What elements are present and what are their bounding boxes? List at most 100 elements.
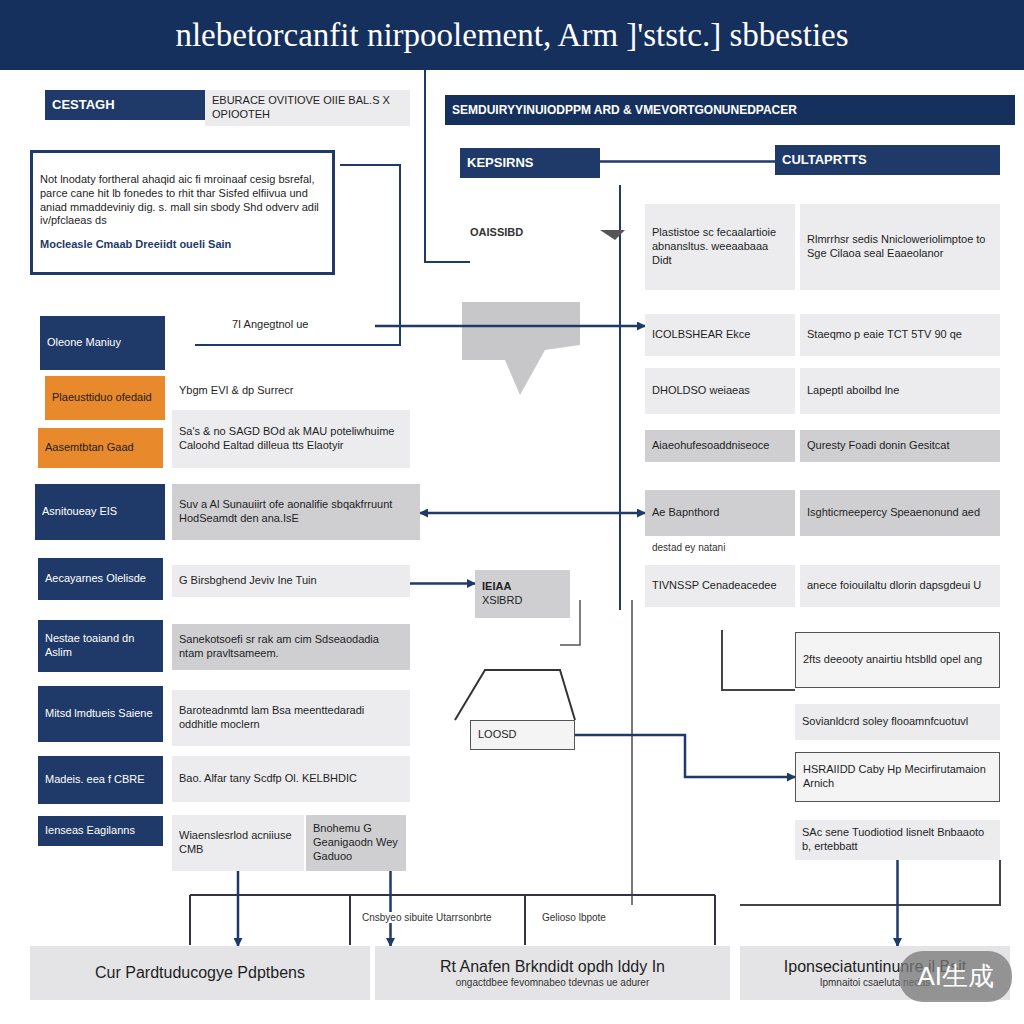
node-text: Ybgm EVI & dp Surrecr: [179, 384, 403, 398]
node-text: Aecayarnes Olelisde: [45, 572, 156, 586]
connector: [420, 512, 645, 515]
side-box: Mitsd lmdtueis Saiene: [38, 686, 163, 742]
node-text: Bnohemu G Geanigaodn Wey Gaduoo: [313, 822, 399, 863]
watermark: AI生成: [899, 951, 1012, 1002]
connector: [896, 860, 899, 946]
table-cell: Isghticmeepercy Speaenonund aed: [800, 490, 1000, 536]
bracket: [740, 860, 1000, 905]
bracket: [722, 630, 795, 690]
table-cell: Plastistoe sc fecaalartioie abnansltus. …: [645, 204, 795, 290]
connector: [575, 735, 795, 777]
banner: SEMDUIRYYINUIODPPM ARD & VMEVORTGONUNEDP…: [445, 95, 1015, 125]
node-text: SEMDUIRYYINUIODPPM ARD & VMEVORTGONUNEDP…: [452, 103, 1008, 118]
result-box: Sovianldcrd soley flooamnfcuotuvl: [795, 704, 1000, 740]
node-text: CULTAPRTTS: [782, 152, 993, 168]
side-box: Plaeusttiduo ofedaid: [45, 376, 165, 420]
node-text: Sovianldcrd soley flooamnfcuotuvl: [802, 715, 993, 729]
guide-line: [619, 185, 621, 610]
node-text: KEPSIRNS: [467, 155, 593, 171]
bracket: [190, 895, 715, 945]
note-label: destad ey natani: [650, 542, 727, 553]
node-text: Plaeusttiduo ofedaid: [52, 391, 158, 405]
vehicle-outline: [455, 670, 575, 720]
node-text: Ienseas Eagilanns: [45, 824, 156, 838]
node-text: Rlmrrhsr sedis Nnicloweriolimptoe to Sge…: [807, 233, 993, 261]
table-cell: ICOLBSHEAR Ekce: [645, 314, 795, 356]
node-text: Quresty Foadi donin Gesitcat: [807, 439, 993, 453]
note-label: OAISSIBD: [468, 226, 525, 238]
output-band: Cur Pardtuducogye Pdptbens: [30, 946, 370, 1000]
node-text: 2fts deeooty anairtiu htsblld opel ang: [803, 653, 992, 667]
section-tag: CULTAPRTTS: [775, 145, 1000, 175]
process-box: Bao. Alfar tany Scdfp Ol. KELBHDIC: [172, 756, 410, 802]
table-cell: TIVNSSP Cenadeacedee: [645, 565, 795, 607]
node-subtext: Caloohd Ealtad dilleua tts Elaotyir: [179, 439, 403, 453]
node-text: Lapeptl aboilbd lne: [807, 384, 993, 398]
node-text: EBURACE OVITIOVE OIIE BAL.S X OPIOOTEH: [212, 94, 403, 122]
process-box: Sa's & no SAGD BOd ak MAU poteliwhuimeCa…: [172, 410, 410, 468]
side-box: Asnitoueay EIS: [35, 484, 165, 540]
node-text: Isghticmeepercy Speaenonund aed: [807, 506, 993, 520]
node-text: Oleone Maniuy: [47, 336, 158, 350]
node-text: 7I Angegtnol ue: [232, 318, 368, 332]
side-box: Oleone Maniuy: [40, 316, 165, 370]
title: nlebetorcanfit nirpoolement, Arm ]'ststc…: [175, 17, 848, 54]
node-subtext: ongactdbee fevomnabeo tdevnas ue adurer: [456, 977, 649, 990]
result-box: 2fts deeooty anairtiu htsblld opel ang: [795, 632, 1000, 688]
node-subtext: XSlBRD: [482, 594, 563, 608]
node-text: Rt Anafen Brkndidt opdh lddy In: [440, 957, 665, 977]
node-text: Cur Pardtuducogye Pdptbens: [95, 963, 305, 983]
node-text: Aiaeohufesoaddniseoce: [652, 439, 788, 453]
note-label: Cnsbyeo sibuite Utarrsonbrte: [360, 912, 494, 923]
node-text: Not lnodaty fortheral ahaqid aic fi mroi…: [40, 173, 325, 228]
node-text: HSRAIIDD Caby Hp Mecirfirutamaion Arnich: [803, 763, 992, 791]
connector: [600, 160, 775, 163]
node-text: G Birsbghend Jeviv Ine Tuin: [179, 574, 403, 588]
connector: [389, 871, 392, 946]
header-box: EBURACE OVITIOVE OIIE BAL.S X OPIOOTEH: [205, 90, 410, 126]
table-cell: Lapeptl aboilbd lne: [800, 368, 1000, 414]
note-box: Not lnodaty fortheral ahaqid aic fi mroi…: [30, 150, 335, 275]
node-text: Staeqmo p eaie TCT 5TV 90 qe: [807, 328, 993, 342]
title-bar: nlebetorcanfit nirpoolement, Arm ]'ststc…: [0, 0, 1024, 70]
node-text: IEIAA: [482, 580, 563, 594]
node-text: Wiaenslesrlod acniiuse CMB: [179, 829, 297, 857]
illustration: [462, 302, 580, 395]
side-box: Aecayarnes Olelisde: [38, 558, 163, 600]
node-text: anece foiouilaltu dlorin dapsgdeui U: [807, 579, 993, 593]
node-text: Nestae toaiand dn Aslim: [45, 632, 156, 660]
connector: [375, 325, 645, 328]
label-box: 7I Angegtnol ue: [225, 312, 375, 338]
device-box: LOOSD: [470, 720, 575, 750]
process-box: Ybgm EVI & dp Surrecr: [172, 374, 410, 408]
result-box: SAc sene Tuodiotiod lisnelt Bnbaaoto b, …: [795, 820, 1000, 860]
node-text: CESTAGH: [52, 97, 198, 113]
node-subtext: Mocleasle Cmaab Dreeiidt oueli Sain: [40, 238, 325, 252]
node-text: Ae Bapnthord: [652, 506, 788, 520]
node-text: TIVNSSP Cenadeacedee: [652, 579, 788, 593]
node-text: SAc sene Tuodiotiod lisnelt Bnbaaoto b, …: [802, 826, 993, 854]
node-text: Aasemtbtan Gaad: [45, 441, 156, 455]
section-tag: KEPSIRNS: [460, 148, 600, 178]
node-text: ICOLBSHEAR Ekce: [652, 328, 788, 342]
process-box: G Birsbghend Jeviv Ine Tuin: [172, 565, 410, 597]
arrow-symbol: [600, 230, 625, 240]
process-box: Bnohemu G Geanigaodn Wey Gaduoo: [306, 815, 406, 871]
node-text: Mitsd lmdtueis Saiene: [45, 707, 156, 721]
connector: [410, 582, 475, 585]
result-box: HSRAIIDD Caby Hp Mecirfirutamaion Arnich: [795, 752, 1000, 802]
table-cell: DHOLDSO weiaeas: [645, 368, 795, 414]
guide-line: [631, 600, 633, 905]
side-box: Aasemtbtan Gaad: [38, 428, 163, 468]
node-text: LOOSD: [478, 728, 567, 742]
table-cell: anece foiouilaltu dlorin dapsgdeui U: [800, 565, 1000, 607]
process-box: Baroteadnmtd lam Bsa meenttedaradi oddhi…: [172, 690, 410, 746]
node-text: Madeis. eea f CBRE: [45, 773, 156, 787]
connector: [237, 871, 240, 946]
node-text: Plastistoe sc fecaalartioie abnansltus. …: [652, 226, 788, 267]
output-band: Rt Anafen Brkndidt opdh lddy Inongactdbe…: [375, 946, 730, 1000]
side-box: Madeis. eea f CBRE: [38, 756, 163, 804]
node-text: Sa's & no SAGD BOd ak MAU poteliwhuime: [179, 425, 403, 439]
note-label: Gelioso lbpote: [540, 912, 608, 923]
side-box: Nestae toaiand dn Aslim: [38, 620, 163, 672]
